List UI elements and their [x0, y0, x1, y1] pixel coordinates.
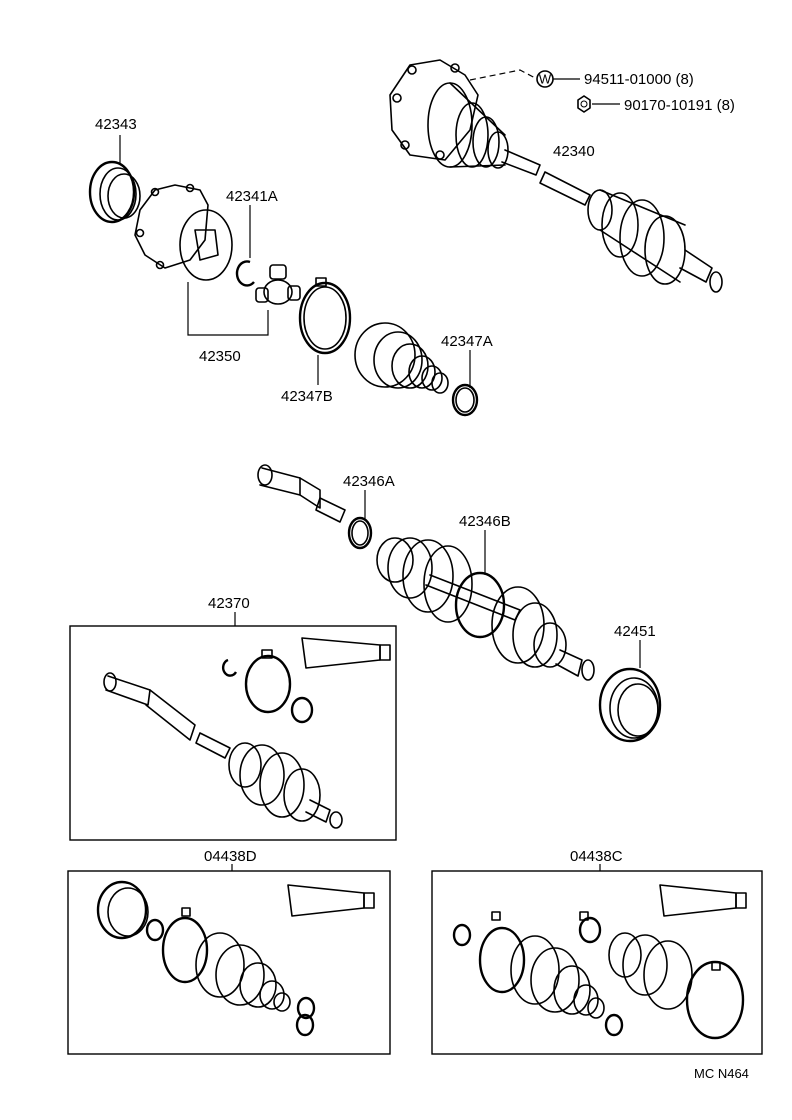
- label-42343: 42343: [95, 116, 137, 133]
- label-42451: 42451: [614, 623, 656, 640]
- label-42340: 42340: [553, 143, 595, 160]
- label-42346A: 42346A: [343, 473, 395, 490]
- drive-shaft-middle: [257, 464, 346, 523]
- label-42346B: 42346B: [459, 513, 511, 530]
- kit-42370-contents: [103, 637, 391, 829]
- drive-shaft-outer-assembly: [389, 59, 723, 293]
- boot-clamp-42347A: [451, 383, 479, 417]
- figure-code: MC N464: [694, 1066, 749, 1081]
- washer-symbol-text: W: [539, 72, 552, 87]
- label-04438C: 04438C: [570, 848, 623, 865]
- label-90170: 90170-10191 (8): [624, 97, 735, 114]
- label-42350: 42350: [199, 348, 241, 365]
- dust-deflector-42343: [88, 160, 141, 224]
- kit-04438D-contents: [96, 880, 375, 1037]
- kit-box-04438D: [67, 870, 391, 1055]
- label-04438D: 04438D: [204, 848, 257, 865]
- label-42347A: 42347A: [441, 333, 493, 350]
- nut-icon: [577, 95, 591, 113]
- snap-ring-42341A: [235, 260, 255, 287]
- label-42341A: 42341A: [226, 188, 278, 205]
- tulip-housing: [134, 183, 233, 281]
- washer-leader: [469, 69, 538, 81]
- kit-box-42370: [69, 625, 397, 841]
- middle-boot-assembly: [376, 537, 595, 681]
- seal-ring-42451: [598, 667, 662, 743]
- leader-42350: [187, 282, 269, 336]
- boot-clamp-42346A: [347, 516, 373, 550]
- kit-box-04438C: [431, 870, 763, 1055]
- kit-04438C-contents: [452, 884, 747, 1040]
- label-42370: 42370: [208, 595, 250, 612]
- inner-joint-boot: [354, 322, 449, 394]
- tripod-joint: [255, 264, 301, 305]
- washer-symbol: W: [536, 70, 554, 88]
- boot-clamp-42347B: [298, 277, 352, 355]
- label-94511: 94511-01000 (8): [584, 71, 694, 88]
- label-42347B: 42347B: [281, 388, 333, 405]
